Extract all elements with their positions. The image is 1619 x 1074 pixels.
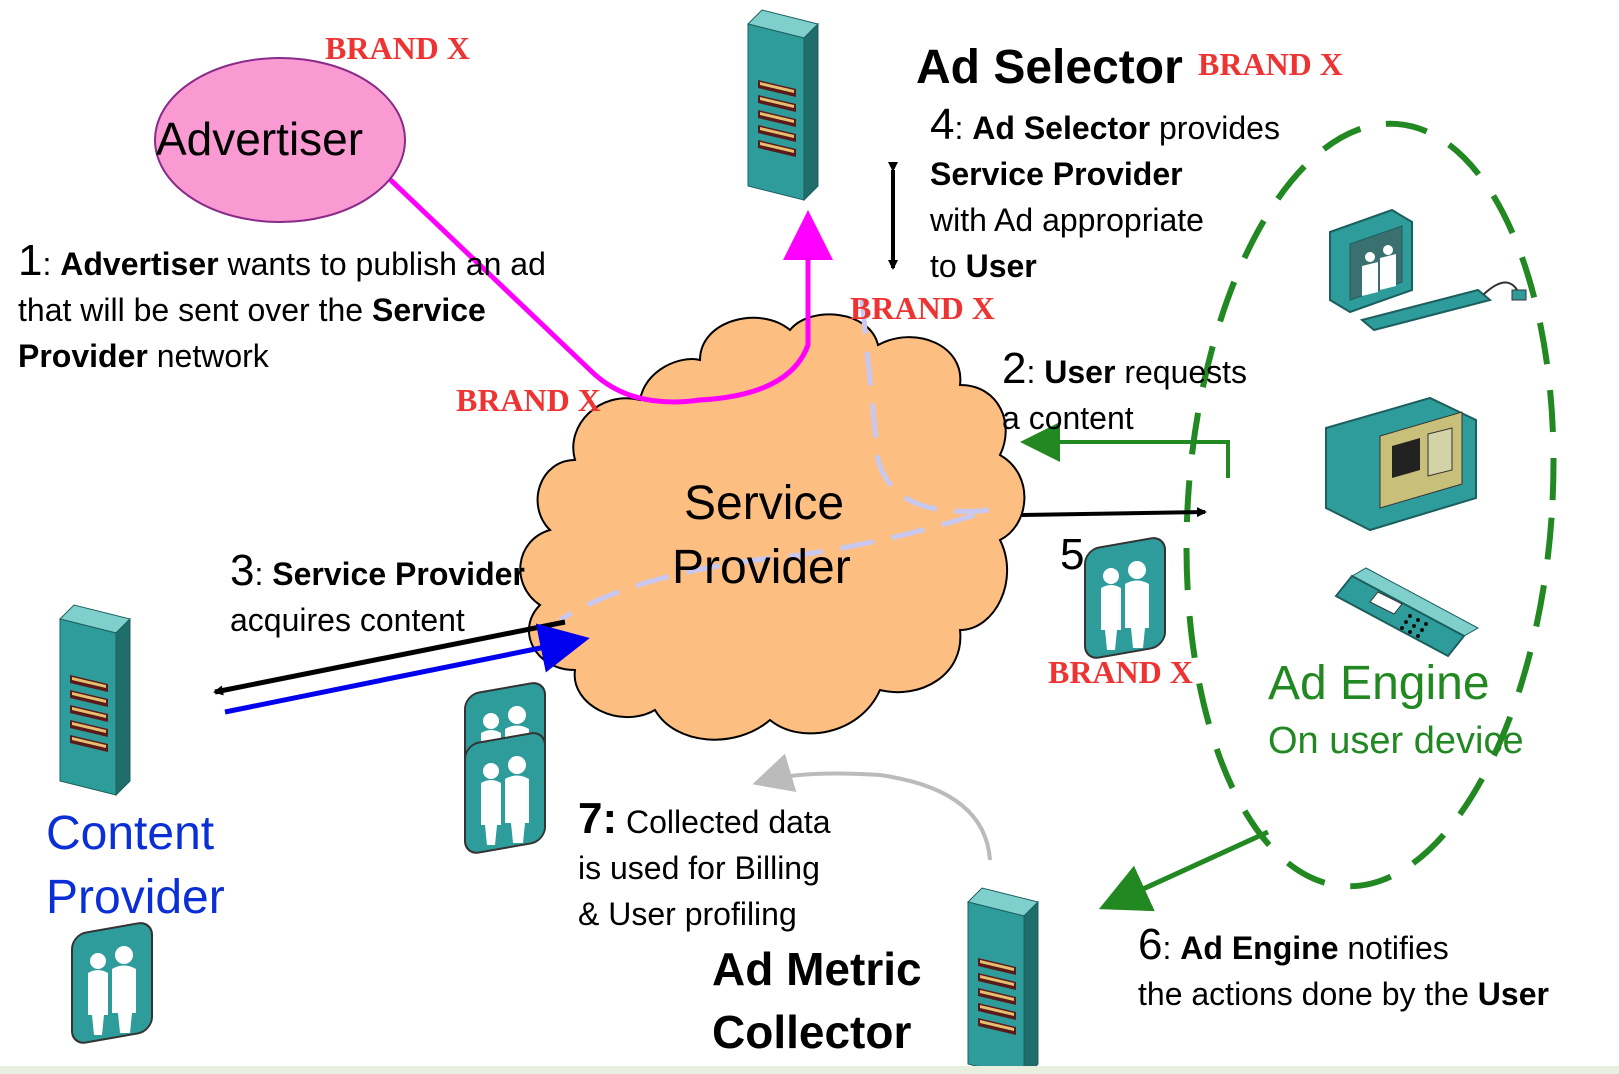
mobile-phone-icon [1334, 567, 1480, 658]
arrow-step7 [752, 753, 992, 861]
advertiser-label: Advertiser [156, 113, 364, 165]
brand-label: BRAND X [325, 30, 470, 66]
ad-metric-collector-label-line2: Collector [712, 1006, 912, 1058]
people-icon-content-provider [71, 919, 153, 1046]
brand-label: BRAND X [850, 290, 995, 326]
dashed-route [558, 299, 991, 623]
advertiser-ellipse [154, 57, 406, 223]
brand-label: BRAND X [456, 382, 601, 418]
ad-engine-label: Ad Engine [1268, 657, 1490, 710]
arrow-step2 [1020, 422, 1230, 478]
content-provider-server-icon [59, 604, 131, 796]
step1-text: 1: Advertiser wants to publish an ad tha… [18, 236, 546, 375]
tv-set-icon [1325, 396, 1477, 532]
brand-label: BRAND X [1048, 654, 1193, 690]
people-icon-step5 [1084, 534, 1166, 661]
people-icon-content-b [464, 729, 546, 856]
content-provider-label-line1: Content [46, 807, 215, 860]
magenta-ad-path [376, 166, 833, 405]
ad-selector-server-icon [747, 9, 819, 201]
ad-engine-sublabel: On user device [1268, 720, 1524, 762]
arrow-step6 [1098, 829, 1270, 912]
service-provider-label-line1: Service [684, 477, 845, 530]
arrow-step3-content [224, 623, 590, 715]
step3-text: 3: Service Provider acquires content [230, 546, 525, 639]
step2-text: 2: User requests a content [1002, 344, 1248, 437]
bottom-band [0, 1066, 1619, 1074]
arrow-step3-request [213, 619, 566, 696]
step6-text: 6: Ad Engine notifies the actions done b… [1138, 920, 1549, 1013]
content-provider-label-line2: Provider [46, 871, 225, 924]
ad-metric-server-icon [967, 887, 1039, 1074]
ad-selector-label: Ad Selector [916, 41, 1183, 94]
service-provider-cloud [519, 313, 1026, 741]
arrow-step5 [1021, 507, 1207, 518]
service-provider-label-line2: Provider [672, 541, 851, 594]
step4-text: 4: Ad Selector provides Service Provider… [930, 100, 1280, 285]
brand-label: BRAND X [1198, 46, 1343, 82]
ad-engine-boundary [1183, 120, 1557, 890]
step5-number: 5 [1060, 530, 1085, 579]
desktop-computer-icon [1329, 208, 1527, 332]
step7-text: 7: Collected data is used for Billing & … [578, 794, 831, 933]
ad-metric-collector-label-line1: Ad Metric [712, 943, 922, 995]
